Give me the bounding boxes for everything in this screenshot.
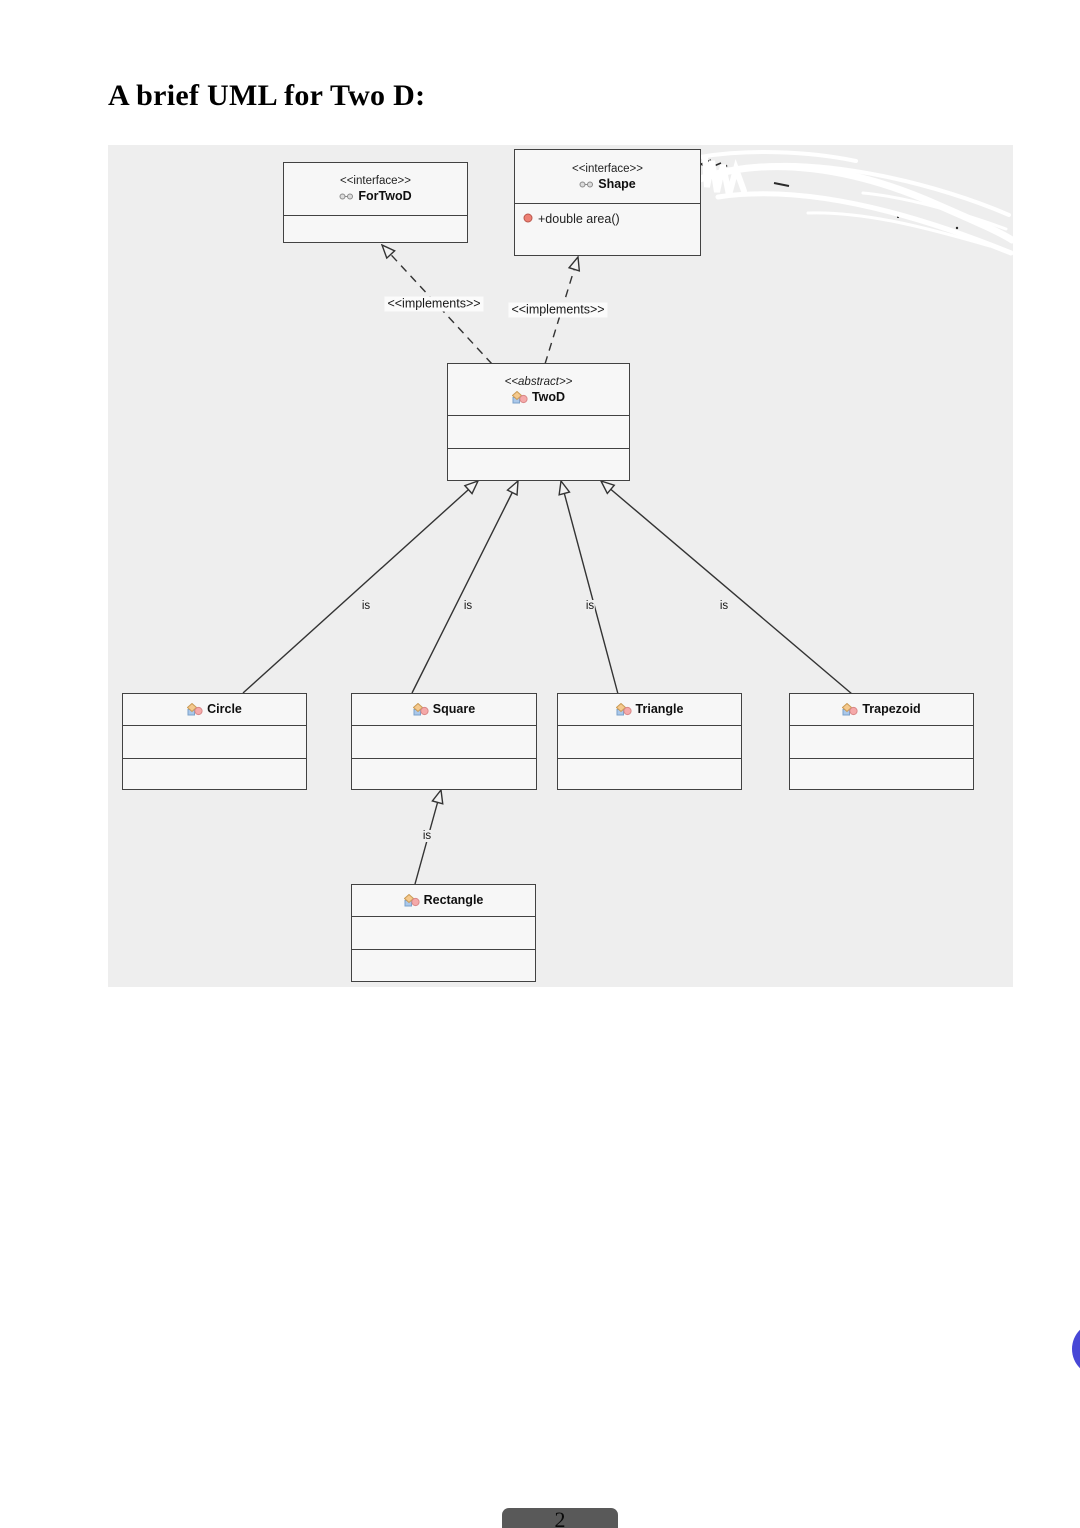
node-header: Square — [352, 694, 536, 725]
public-method-icon — [523, 212, 533, 226]
uml-node-circle: Circle — [122, 693, 307, 790]
node-name: Circle — [207, 702, 242, 716]
uml-node-shape: <<interface>> Shape +double area() — [514, 149, 701, 256]
uml-node-rectangle: Rectangle — [351, 884, 536, 982]
empty-compartment — [790, 725, 973, 758]
class-icon — [403, 894, 420, 907]
node-header: Triangle — [558, 694, 741, 725]
implements-label-left: <<implements>> — [384, 296, 484, 312]
empty-compartment — [790, 758, 973, 789]
method-row: +double area() — [515, 204, 700, 226]
empty-compartment — [558, 758, 741, 789]
node-header: Rectangle — [352, 885, 535, 916]
class-icon — [187, 703, 203, 716]
interface-icon — [339, 192, 354, 201]
edge-twod-shape — [544, 257, 578, 365]
empty-compartment — [352, 916, 535, 949]
node-header: Circle — [123, 694, 306, 725]
node-header: <<abstract>> TwoD — [448, 364, 629, 415]
stereotype-label: <<abstract>> — [504, 375, 573, 388]
page-number-badge: 2 — [502, 1508, 618, 1528]
stereotype-label: <<interface>> — [572, 162, 643, 175]
is-label-trapezoid: is — [718, 600, 730, 612]
empty-compartment — [558, 725, 741, 758]
empty-compartment — [352, 758, 536, 789]
node-name: Trapezoid — [862, 702, 921, 716]
uml-node-trapezoid: Trapezoid — [789, 693, 974, 790]
empty-compartment — [352, 725, 536, 758]
node-name: TwoD — [531, 389, 566, 404]
uml-node-twod: <<abstract>> TwoD — [447, 363, 630, 481]
empty-compartment — [352, 949, 535, 981]
uml-node-triangle: Triangle — [557, 693, 742, 790]
class-icon — [615, 703, 632, 716]
node-name: Triangle — [635, 702, 684, 716]
is-label-rectangle: is — [421, 830, 433, 842]
empty-compartment — [284, 215, 467, 242]
is-label-triangle: is — [584, 600, 596, 612]
node-name: Square — [432, 702, 476, 716]
empty-compartment — [123, 725, 306, 758]
node-header: <<interface>> ForTwoD — [284, 163, 467, 215]
empty-compartment — [123, 758, 306, 789]
node-header: Trapezoid — [790, 694, 973, 725]
empty-compartment — [448, 448, 629, 480]
page-number: 2 — [554, 1507, 566, 1528]
page-title: A brief UML for Two D: — [108, 79, 426, 112]
uml-diagram-panel: <<interface>> ForTwoD <<interface>> Shap… — [108, 145, 1013, 987]
is-label-square: is — [462, 600, 474, 612]
class-icon — [511, 390, 528, 404]
empty-compartment — [448, 415, 629, 448]
implements-label-right: <<implements>> — [508, 302, 608, 318]
method-label: +double area() — [538, 212, 620, 226]
node-name: Shape — [598, 176, 636, 191]
edge-square-twod — [411, 481, 518, 694]
node-name: ForTwoD — [358, 189, 412, 203]
node-header: <<interface>> Shape — [515, 150, 700, 203]
is-label-circle: is — [360, 600, 372, 612]
class-icon — [842, 703, 858, 716]
floating-action-button[interactable] — [1072, 1322, 1080, 1376]
edge-trapezoid-twod — [601, 481, 853, 695]
stereotype-label: <<interface>> — [340, 175, 411, 187]
uml-node-square: Square — [351, 693, 537, 790]
uml-edges-layer — [242, 150, 1013, 885]
edge-circle-twod — [242, 481, 478, 694]
class-icon — [412, 703, 429, 716]
methods-compartment: +double area() — [515, 203, 700, 255]
node-name: Rectangle — [423, 893, 484, 907]
white-pen-scribble — [696, 150, 1013, 256]
interface-icon — [579, 180, 594, 189]
uml-node-fortwod: <<interface>> ForTwoD — [283, 162, 468, 243]
edge-triangle-twod — [561, 481, 619, 695]
